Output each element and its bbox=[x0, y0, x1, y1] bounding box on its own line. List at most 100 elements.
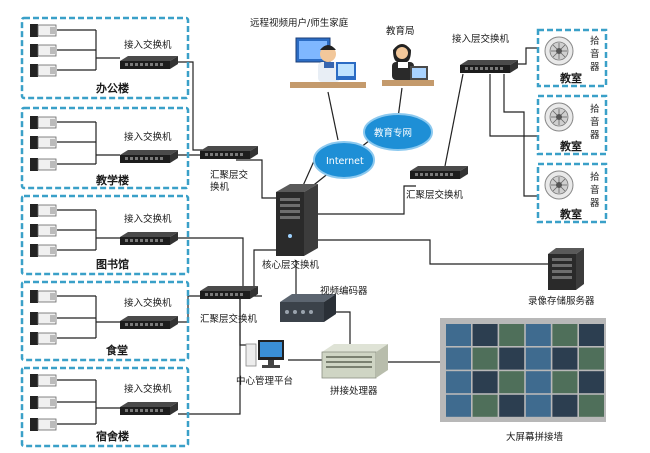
microphone-icon bbox=[544, 102, 574, 132]
computer-icon bbox=[245, 340, 284, 368]
classroom-3: 拾 音 器 教室 bbox=[536, 162, 608, 224]
camera-icon bbox=[29, 373, 57, 388]
video-wall-screen bbox=[579, 347, 604, 370]
zone-canteen: 接入交换机 食堂 bbox=[20, 280, 190, 362]
connection-line bbox=[397, 87, 403, 119]
classroom-name: 教室 bbox=[559, 71, 582, 85]
switch-icon bbox=[120, 402, 178, 415]
video-wall-screen bbox=[499, 371, 525, 394]
video-wall-screen bbox=[446, 347, 471, 370]
internet-label: Internet bbox=[326, 156, 364, 167]
video-wall-icon bbox=[440, 318, 606, 422]
video-wall-screen bbox=[579, 371, 604, 394]
camera-icon bbox=[29, 63, 57, 78]
server-icon bbox=[548, 248, 584, 290]
zone-name: 宿舍楼 bbox=[96, 429, 129, 443]
zone-name: 食堂 bbox=[106, 343, 128, 357]
agg-switch-top-label: 汇聚层交换机 bbox=[210, 169, 249, 193]
microphone-icon bbox=[544, 36, 574, 66]
switch-icon bbox=[120, 232, 178, 245]
switch-icon bbox=[120, 316, 178, 329]
classroom-1: 拾 音 器 教室 bbox=[536, 28, 608, 88]
agg-switch-right-label: 汇聚层交换机 bbox=[406, 189, 464, 201]
device-label-line3: 器 bbox=[590, 62, 600, 73]
video-wall-screen bbox=[525, 394, 551, 417]
connection-line bbox=[330, 311, 351, 345]
video-wall-screen bbox=[525, 371, 551, 394]
access-switch-label: 接入交换机 bbox=[124, 131, 172, 143]
video-wall-screen bbox=[552, 324, 578, 346]
zone-teaching: 接入交换机 教学楼 bbox=[20, 106, 190, 190]
zone-name: 办公楼 bbox=[96, 81, 129, 95]
connection-line bbox=[57, 29, 120, 71]
device-label-line1: 拾 bbox=[590, 35, 600, 47]
video-wall-screen bbox=[446, 394, 471, 417]
zone-dormitory: 接入交换机 宿舍楼 bbox=[20, 366, 190, 448]
video-wall-label: 大屏幕拼接墙 bbox=[506, 431, 564, 443]
splice-processor-icon bbox=[321, 344, 388, 379]
camera-icon bbox=[29, 157, 57, 172]
connection-line bbox=[57, 295, 120, 339]
management-platform-label: 中心管理平台 bbox=[236, 375, 293, 387]
zone-border bbox=[20, 16, 190, 100]
switch-icon bbox=[200, 286, 258, 299]
camera-icon bbox=[29, 243, 57, 258]
camera-icon bbox=[29, 289, 57, 304]
device-label-line2: 音 bbox=[590, 116, 600, 128]
splice-processor-label: 拼接处理器 bbox=[330, 385, 378, 397]
video-wall-screen bbox=[552, 394, 578, 417]
core-switch-label: 核心层交换机 bbox=[262, 259, 320, 271]
storage-server-label: 录像存储服务器 bbox=[528, 295, 595, 307]
cloud-icon bbox=[313, 141, 375, 179]
video-wall-screen bbox=[525, 347, 551, 370]
connection-line bbox=[57, 209, 120, 251]
connection-line bbox=[57, 121, 120, 165]
person-icon bbox=[382, 44, 434, 86]
access-switch-label: 接入交换机 bbox=[124, 383, 172, 395]
switch-icon bbox=[120, 56, 178, 69]
classroom-2: 拾 音 器 教室 bbox=[536, 94, 608, 156]
microphone-icon bbox=[544, 170, 574, 200]
connection-line bbox=[57, 379, 120, 425]
edu-network-label: 教育专网 bbox=[374, 127, 412, 139]
access-switch-label: 接入交换机 bbox=[124, 39, 172, 51]
video-wall-screen bbox=[472, 347, 498, 370]
device-label-line2: 音 bbox=[590, 184, 600, 196]
zone-border bbox=[20, 366, 190, 448]
device-label-line1: 拾 bbox=[590, 103, 600, 115]
camera-icon bbox=[29, 223, 57, 238]
connection-line bbox=[444, 73, 464, 167]
device-label-line3: 器 bbox=[590, 198, 600, 209]
switch-icon bbox=[460, 60, 518, 73]
zone-name: 图书馆 bbox=[96, 257, 129, 271]
zone-border bbox=[20, 280, 190, 362]
zone-border bbox=[536, 28, 608, 88]
remote-user-label: 远程视频用户/师生家庭 bbox=[250, 17, 349, 29]
video-wall-screen bbox=[552, 371, 578, 394]
agg-switch-top-line2: 换机 bbox=[210, 181, 230, 193]
connection-line bbox=[327, 91, 339, 141]
camera-icon bbox=[29, 23, 57, 38]
zone-name: 教学楼 bbox=[95, 173, 129, 187]
zone-border bbox=[20, 194, 190, 276]
connection-line bbox=[503, 74, 538, 197]
edu-bureau-label: 教育局 bbox=[386, 25, 415, 37]
device-label-line1: 拾 bbox=[590, 171, 600, 183]
video-wall-screen bbox=[446, 371, 471, 394]
person-icon bbox=[290, 37, 366, 88]
access-switch-right-label: 接入层交换机 bbox=[452, 33, 510, 45]
video-wall-screen bbox=[499, 347, 525, 370]
video-wall-screen bbox=[472, 394, 498, 417]
camera-icon bbox=[29, 115, 57, 130]
switch-icon bbox=[410, 166, 468, 179]
video-wall-screen bbox=[499, 394, 525, 417]
switch-icon bbox=[200, 146, 258, 159]
zone-library: 接入交换机 图书馆 bbox=[20, 194, 190, 276]
classroom-name: 教室 bbox=[559, 207, 582, 221]
camera-icon bbox=[29, 43, 57, 58]
zone-office: 接入交换机 办公楼 bbox=[20, 16, 190, 100]
connection-line bbox=[236, 159, 276, 199]
video-wall-screen bbox=[552, 347, 578, 370]
connection-line bbox=[489, 74, 538, 137]
access-switch-label: 接入交换机 bbox=[124, 213, 172, 225]
